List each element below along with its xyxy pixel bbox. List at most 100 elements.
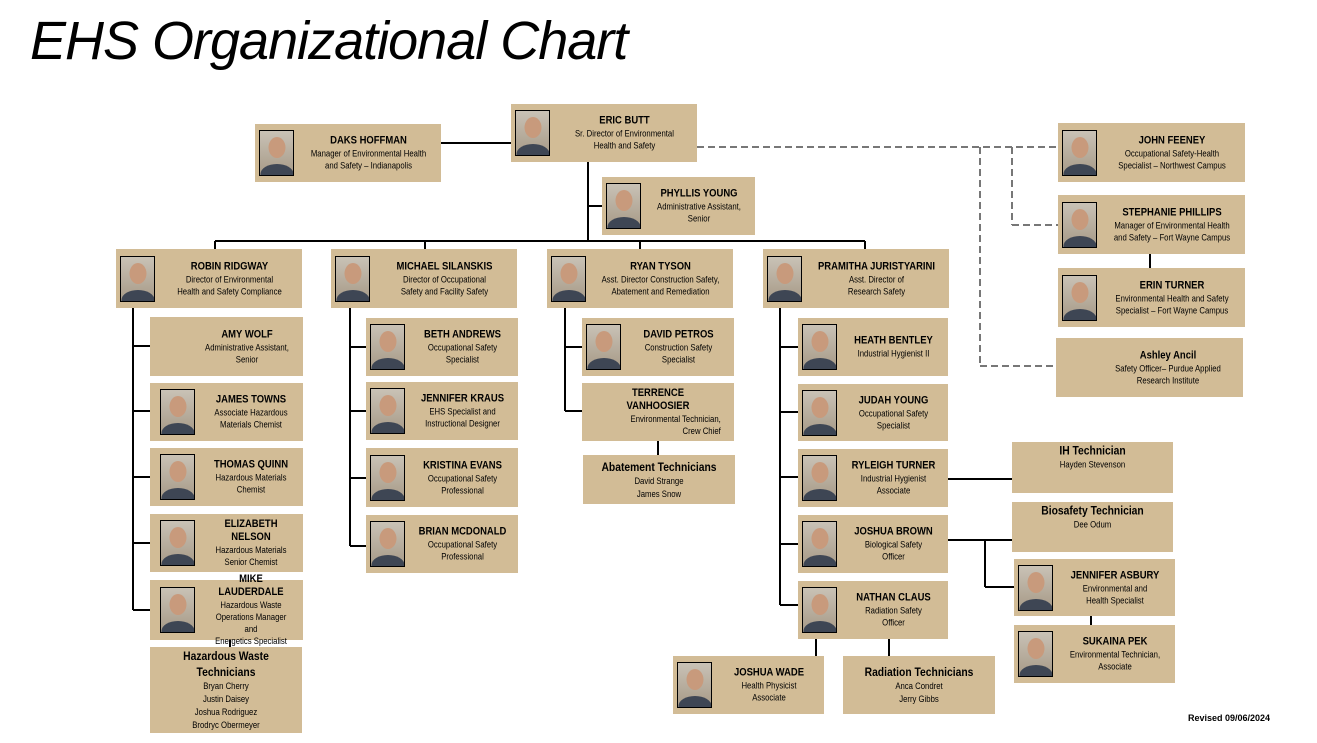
person-title: Safety Officer– Purdue Applied Research … — [1115, 363, 1221, 385]
person-name: PHYLLIS YOUNG — [660, 187, 738, 200]
org-box-judah-young: JUDAH YOUNG Occupational Safety Specialis… — [798, 384, 948, 441]
avatar — [767, 255, 802, 302]
person-name: RYLEIGH TURNER — [851, 459, 936, 472]
person-name: PRAMITHA JURISTYARINI — [817, 260, 936, 272]
avatar — [160, 389, 195, 435]
org-box-kristina-evans: KRISTINA EVANS Occupational Safety Profes… — [366, 448, 518, 507]
person-name: KRISTINA EVANS — [423, 459, 502, 471]
avatar — [160, 520, 195, 566]
person-title: Occupational Safety Specialist — [427, 342, 498, 365]
person-title: Occupational Safety Specialist — [858, 408, 929, 430]
person-name: JUDAH YOUNG — [858, 394, 929, 406]
avatar — [586, 324, 621, 370]
group-member: David Strange — [634, 475, 684, 486]
group-members: Hayden Stevenson — [1015, 459, 1170, 472]
person-title: Manager of Environmental Health and Safe… — [1113, 220, 1231, 242]
person-title: Environmental Health and Safety Speciali… — [1115, 293, 1229, 315]
person-name: JENNIFER KRAUS — [420, 392, 505, 405]
person-title: Industrial Hygienist Associate — [860, 473, 927, 496]
group-member: Jerry Gibbs — [899, 694, 939, 704]
person-name: DAKS HOFFMAN — [330, 134, 407, 147]
person-title: Environmental Technician, Associate — [1069, 649, 1161, 672]
person-title: Hazardous Materials Senior Chemist — [215, 545, 287, 567]
person-title: Manager of Environmental Health and Safe… — [310, 148, 427, 171]
group-member: Anca Condret — [895, 681, 943, 691]
avatar — [1062, 129, 1097, 176]
avatar — [551, 255, 586, 302]
avatar — [802, 389, 837, 436]
avatar — [677, 662, 712, 708]
avatar — [370, 454, 405, 501]
avatar — [160, 587, 195, 633]
person-name: RYAN TYSON — [630, 260, 691, 272]
person-name: AMY WOLF — [221, 328, 273, 340]
person-title: EHS Specialist and Instructional Designe… — [425, 406, 500, 429]
person-title: Environmental and Health Specialist — [1082, 583, 1148, 605]
avatar — [259, 130, 294, 176]
person-title: Occupational Safety-Health Specialist – … — [1118, 148, 1226, 170]
person-title: Occupational Safety Professional — [427, 539, 498, 562]
person-title: Associate Hazardous Materials Chemist — [214, 407, 288, 430]
person-title: Health Physicist Associate — [741, 680, 797, 703]
person-name: JAMES TOWNS — [215, 393, 287, 406]
org-box-ryan-tyson: RYAN TYSON Asst. Director Construction Sa… — [547, 249, 733, 308]
revision-date: Revised 09/06/2024 — [1188, 713, 1271, 723]
page-title: EHS Organizational Chart — [30, 11, 628, 71]
person-title: Administrative Assistant, Senior — [205, 342, 289, 364]
person-name: BETH ANDREWS — [424, 328, 501, 341]
person-title: Radiation Safety Officer — [865, 605, 922, 628]
avatar — [335, 255, 370, 302]
group-members: Dee Odum — [1015, 519, 1170, 532]
group-member: Justin Daisey — [202, 694, 250, 704]
avatar — [515, 110, 550, 156]
org-box-pramitha-juristyarini: PRAMITHA JURISTYARINI Asst. Director of R… — [763, 249, 949, 308]
group-member: Hayden Stevenson — [1059, 459, 1126, 470]
group-member: Dee Odum — [1073, 519, 1112, 530]
group-member: Bryan Cherry — [203, 681, 249, 691]
person-title: Asst. Director Construction Safety, Abat… — [601, 274, 720, 296]
group-name: Abatement Technicians — [601, 459, 717, 474]
person-name: DAVID PETROS — [643, 328, 714, 341]
person-title: Sr. Director of Environmental Health and… — [575, 128, 674, 151]
avatar — [1018, 631, 1053, 677]
avatar — [1018, 564, 1053, 611]
person-title: Biological Safety Officer — [864, 539, 923, 562]
person-name: TERRENCE VANHOOSIER — [626, 387, 690, 412]
person-title: Environmental Technician, Crew Chief — [630, 414, 721, 436]
person-title: Industrial Hygienist II — [857, 348, 930, 359]
avatar — [1062, 201, 1097, 248]
person-name: Ashley Ancil — [1139, 349, 1197, 361]
person-name: ELIZABETH NELSON — [224, 518, 278, 543]
avatar — [802, 587, 837, 633]
person-title: Asst. Director of Research Safety — [847, 274, 906, 296]
person-title: Occupational Safety Professional — [427, 473, 498, 495]
avatar — [1062, 274, 1097, 321]
person-name: THOMAS QUINN — [213, 458, 289, 471]
